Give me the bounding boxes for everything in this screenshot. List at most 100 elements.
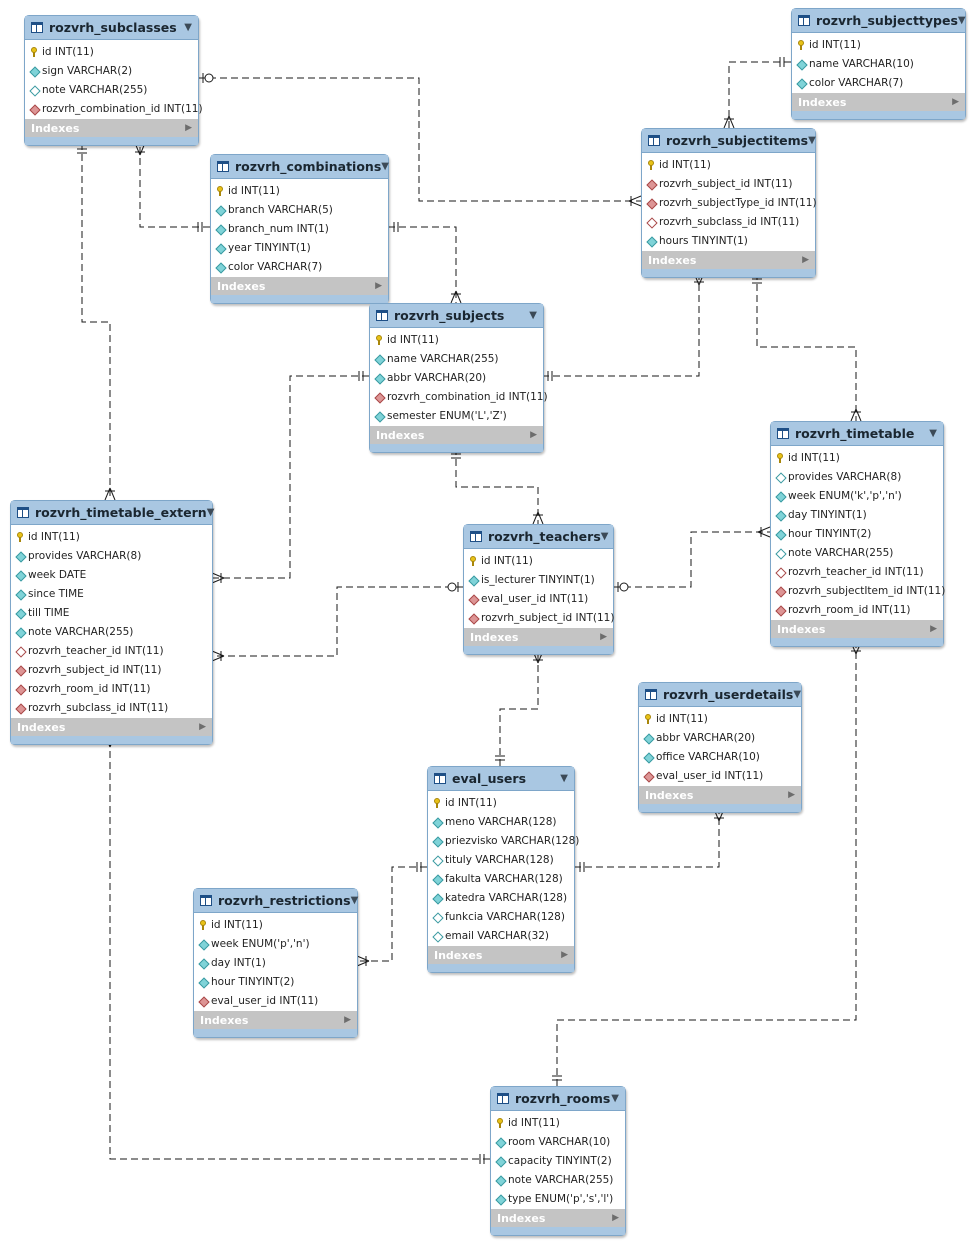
- table-rozvrh-teachers[interactable]: rozvrh_teachers▼id INT(11)is_lecturer TI…: [463, 524, 614, 655]
- column-row[interactable]: hour TINYINT(2): [771, 524, 943, 543]
- table-header[interactable]: rozvrh_timetable▼: [771, 422, 943, 446]
- table-eval-users[interactable]: eval_users▼id INT(11)meno VARCHAR(128)pr…: [427, 766, 579, 973]
- column-row[interactable]: abbr VARCHAR(20): [370, 368, 543, 387]
- column-row[interactable]: id INT(11): [370, 330, 543, 349]
- table-header[interactable]: rozvrh_subjectitems▼: [642, 129, 816, 153]
- column-row[interactable]: rozvrh_teacher_id INT(11): [11, 641, 212, 660]
- expand-arrow-icon[interactable]: ▶: [788, 790, 795, 800]
- table-rozvrh-userdetails[interactable]: rozvrh_userdetails▼id INT(11)abbr VARCHA…: [638, 682, 802, 813]
- column-row[interactable]: id INT(11): [194, 915, 357, 934]
- indexes-section[interactable]: Indexes▶: [211, 277, 388, 295]
- collapse-arrow-icon[interactable]: ▼: [206, 507, 215, 518]
- table-rozvrh-subclasses[interactable]: rozvrh_subclasses▼id INT(11)sign VARCHAR…: [24, 15, 203, 146]
- column-row[interactable]: id INT(11): [491, 1113, 625, 1132]
- column-row[interactable]: room VARCHAR(10): [491, 1132, 625, 1151]
- table-header[interactable]: rozvrh_subjecttypes▼: [792, 9, 966, 33]
- table-rozvrh-rooms[interactable]: rozvrh_rooms▼id INT(11)room VARCHAR(10)c…: [490, 1086, 626, 1236]
- column-row[interactable]: funkcia VARCHAR(128): [428, 907, 574, 926]
- column-row[interactable]: note VARCHAR(255): [491, 1170, 625, 1189]
- column-row[interactable]: week ENUM('p','n'): [194, 934, 357, 953]
- expand-arrow-icon[interactable]: ▶: [375, 281, 382, 291]
- expand-arrow-icon[interactable]: ▶: [530, 430, 537, 440]
- column-row[interactable]: week ENUM('k','p','n'): [771, 486, 943, 505]
- expand-arrow-icon[interactable]: ▶: [199, 722, 206, 732]
- column-row[interactable]: rozvrh_room_id INT(11): [771, 600, 943, 619]
- indexes-section[interactable]: Indexes▶: [370, 426, 543, 444]
- indexes-section[interactable]: Indexes▶: [639, 786, 801, 804]
- column-row[interactable]: sign VARCHAR(2): [25, 61, 198, 80]
- table-rozvrh-subjectitems[interactable]: rozvrh_subjectitems▼id INT(11)rozvrh_sub…: [641, 128, 817, 278]
- column-row[interactable]: hours TINYINT(1): [642, 231, 815, 250]
- table-header[interactable]: rozvrh_subjects▼: [370, 304, 543, 328]
- column-row[interactable]: rozvrh_subject_id INT(11): [464, 608, 614, 627]
- column-row[interactable]: id INT(11): [428, 793, 574, 812]
- column-row[interactable]: rozvrh_combination_id INT(11): [25, 99, 203, 118]
- column-row[interactable]: note VARCHAR(255): [771, 543, 943, 562]
- column-row[interactable]: id INT(11): [211, 181, 388, 200]
- column-row[interactable]: year TINYINT(1): [211, 238, 388, 257]
- column-row[interactable]: meno VARCHAR(128): [428, 812, 574, 831]
- indexes-section[interactable]: Indexes▶: [194, 1011, 357, 1029]
- collapse-arrow-icon[interactable]: ▼: [600, 531, 609, 542]
- column-row[interactable]: abbr VARCHAR(20): [639, 728, 801, 747]
- table-header[interactable]: rozvrh_rooms▼: [491, 1087, 625, 1111]
- column-row[interactable]: id INT(11): [771, 448, 943, 467]
- indexes-section[interactable]: Indexes▶: [11, 718, 212, 736]
- column-row[interactable]: week DATE: [11, 565, 212, 584]
- collapse-arrow-icon[interactable]: ▼: [611, 1093, 619, 1104]
- table-rozvrh-timetable-extern[interactable]: rozvrh_timetable_extern▼id INT(11)provid…: [10, 500, 215, 745]
- column-row[interactable]: note VARCHAR(255): [11, 622, 212, 641]
- column-row[interactable]: tituly VARCHAR(128): [428, 850, 574, 869]
- expand-arrow-icon[interactable]: ▶: [344, 1015, 351, 1025]
- column-row[interactable]: is_lecturer TINYINT(1): [464, 570, 613, 589]
- collapse-arrow-icon[interactable]: ▼: [929, 428, 937, 439]
- expand-arrow-icon[interactable]: ▶: [185, 123, 192, 133]
- indexes-section[interactable]: Indexes▶: [464, 628, 613, 646]
- column-row[interactable]: rozvrh_combination_id INT(11): [370, 387, 548, 406]
- column-row[interactable]: color VARCHAR(7): [792, 73, 965, 92]
- column-row[interactable]: fakulta VARCHAR(128): [428, 869, 574, 888]
- column-row[interactable]: color VARCHAR(7): [211, 257, 388, 276]
- expand-arrow-icon[interactable]: ▶: [612, 1213, 619, 1223]
- table-rozvrh-timetable[interactable]: rozvrh_timetable▼id INT(11)provides VARC…: [770, 421, 945, 647]
- expand-arrow-icon[interactable]: ▶: [802, 255, 809, 265]
- column-row[interactable]: office VARCHAR(10): [639, 747, 801, 766]
- column-row[interactable]: name VARCHAR(10): [792, 54, 965, 73]
- table-rozvrh-subjects[interactable]: rozvrh_subjects▼id INT(11)name VARCHAR(2…: [369, 303, 548, 453]
- indexes-section[interactable]: Indexes▶: [771, 620, 943, 638]
- column-row[interactable]: rozvrh_subject_id INT(11): [642, 174, 815, 193]
- column-row[interactable]: eval_user_id INT(11): [194, 991, 357, 1010]
- column-row[interactable]: branch VARCHAR(5): [211, 200, 388, 219]
- column-row[interactable]: provides VARCHAR(8): [11, 546, 212, 565]
- table-rozvrh-combinations[interactable]: rozvrh_combinations▼id INT(11)branch VAR…: [210, 154, 389, 304]
- column-row[interactable]: rozvrh_subject_id INT(11): [11, 660, 212, 679]
- column-row[interactable]: branch_num INT(1): [211, 219, 388, 238]
- table-header[interactable]: rozvrh_userdetails▼: [639, 683, 801, 707]
- table-header[interactable]: rozvrh_combinations▼: [211, 155, 389, 179]
- column-row[interactable]: semester ENUM('L','Z'): [370, 406, 543, 425]
- collapse-arrow-icon[interactable]: ▼: [184, 22, 192, 33]
- column-row[interactable]: provides VARCHAR(8): [771, 467, 943, 486]
- expand-arrow-icon[interactable]: ▶: [561, 950, 568, 960]
- collapse-arrow-icon[interactable]: ▼: [808, 135, 816, 146]
- collapse-arrow-icon[interactable]: ▼: [529, 310, 537, 321]
- column-row[interactable]: id INT(11): [464, 551, 613, 570]
- column-row[interactable]: till TIME: [11, 603, 212, 622]
- table-header[interactable]: rozvrh_subclasses▼: [25, 16, 198, 40]
- column-row[interactable]: rozvrh_teacher_id INT(11): [771, 562, 943, 581]
- table-header[interactable]: rozvrh_timetable_extern▼: [11, 501, 215, 525]
- table-rozvrh-restrictions[interactable]: rozvrh_restrictions▼id INT(11)week ENUM(…: [193, 888, 358, 1038]
- column-row[interactable]: note VARCHAR(255): [25, 80, 198, 99]
- collapse-arrow-icon[interactable]: ▼: [381, 161, 389, 172]
- column-row[interactable]: katedra VARCHAR(128): [428, 888, 574, 907]
- column-row[interactable]: id INT(11): [25, 42, 198, 61]
- collapse-arrow-icon[interactable]: ▼: [350, 895, 359, 906]
- expand-arrow-icon[interactable]: ▶: [930, 624, 937, 634]
- table-header[interactable]: rozvrh_teachers▼: [464, 525, 613, 549]
- column-row[interactable]: email VARCHAR(32): [428, 926, 574, 945]
- column-row[interactable]: id INT(11): [642, 155, 815, 174]
- indexes-section[interactable]: Indexes▶: [491, 1209, 625, 1227]
- indexes-section[interactable]: Indexes▶: [792, 93, 965, 111]
- indexes-section[interactable]: Indexes▶: [642, 251, 815, 269]
- table-rozvrh-subjecttypes[interactable]: rozvrh_subjecttypes▼id INT(11)name VARCH…: [791, 8, 966, 120]
